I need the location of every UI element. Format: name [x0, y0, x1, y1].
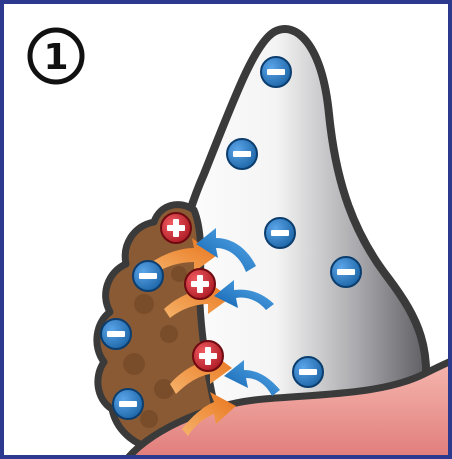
- negative-charge: [293, 357, 323, 387]
- negative-charge: [101, 319, 131, 349]
- negative-charge: [265, 218, 295, 248]
- positive-charge: [193, 341, 223, 371]
- negative-charge: [113, 389, 143, 419]
- negative-charge: [331, 257, 361, 287]
- negative-charge: [227, 139, 257, 169]
- negative-charge: [133, 261, 163, 291]
- positive-charge: [161, 213, 191, 243]
- step-number-text: 1: [43, 37, 68, 78]
- positive-charge: [185, 269, 215, 299]
- tooth-plaque-diagram: 1: [4, 4, 452, 459]
- negative-charge: [261, 57, 291, 87]
- step-number-badge: 1: [30, 30, 82, 82]
